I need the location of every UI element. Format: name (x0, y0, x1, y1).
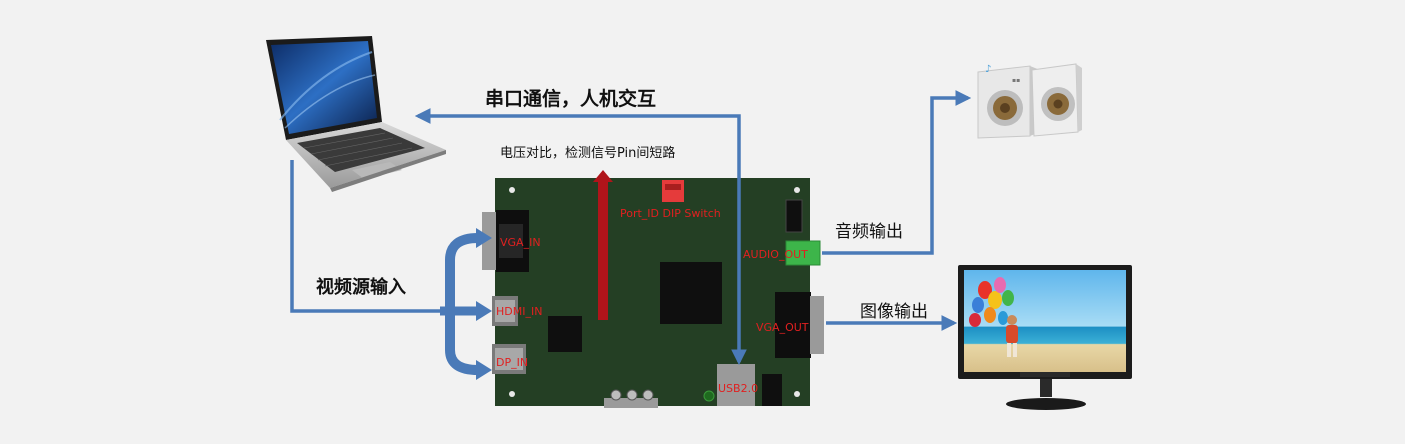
label-usb: USB2.0 (718, 382, 758, 395)
video-source-line (290, 160, 440, 313)
board-buttons (604, 389, 658, 408)
label-vga-in: VGA_IN (500, 236, 541, 249)
video-source-label: 视频源输入 (316, 276, 406, 298)
dip-switch (662, 180, 684, 202)
audio-output-arrow (822, 90, 972, 255)
serial-comm-arrow (414, 108, 747, 366)
label-port-id: Port_ID DIP Switch (620, 207, 721, 220)
label-audio-out: AUDIO_OUT (743, 248, 808, 261)
person-icon (1006, 315, 1018, 357)
circuit-board: VGA_IN HDMI_IN DP_IN Port_ID DIP Switch … (482, 178, 824, 408)
svg-text:♪: ♪ (985, 64, 991, 75)
balloons-icon (969, 277, 1014, 327)
video-input-bracket (440, 228, 492, 380)
small-chip (548, 316, 582, 352)
svg-text:▪▪: ▪▪ (1012, 77, 1020, 84)
label-vga-out: VGA_OUT (756, 321, 809, 334)
main-chip (660, 262, 722, 324)
audio-out-jack (785, 240, 821, 266)
serial-comm-label: 串口通信，人机交互 (485, 87, 656, 110)
audio-output-label: 音频输出 (835, 222, 903, 242)
label-dp-in: DP_IN (496, 356, 528, 369)
image-output-label: 图像输出 (860, 302, 928, 322)
seven-segment-display (785, 199, 803, 233)
voltage-compare-label: 电压对比，检测信号Pin间短路 (500, 145, 675, 161)
vga-out-connector (775, 292, 824, 358)
monitor-icon (958, 265, 1132, 410)
label-hdmi-in: HDMI_IN (496, 305, 542, 318)
usb-connector (717, 364, 755, 406)
speakers-icon: ▪▪ ♪ (977, 63, 1082, 139)
